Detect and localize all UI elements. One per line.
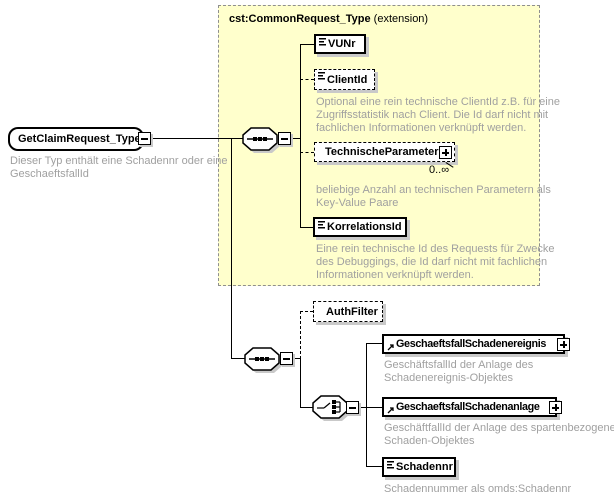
connector-line <box>152 138 243 139</box>
annotation-text: Schadennummer als omds:Schadennr <box>384 483 571 496</box>
collapse-button[interactable] <box>346 401 359 414</box>
element-lines-icon <box>318 72 325 80</box>
element-label: GeschaeftsfallSchadenanlage <box>396 401 540 413</box>
expand-button[interactable] <box>549 401 562 414</box>
element-vunr[interactable]: VUNr <box>314 34 366 54</box>
annotation-line: Informationen verknüpft werden. <box>316 269 474 281</box>
element-technischeparameter[interactable]: TechnischeParameter <box>314 142 455 162</box>
element-korrelationsid[interactable]: KorrelationsId <box>313 217 407 237</box>
element-label: GeschaeftsfallSchadenereignis <box>396 338 547 350</box>
element-lines-icon <box>387 461 394 469</box>
annotation-line: Zugriffsstatistik nach Client. Die Id da… <box>316 109 549 121</box>
connector-line-optional <box>300 79 314 80</box>
connector-line <box>366 343 383 344</box>
element-clientid[interactable]: ClientId <box>314 69 375 90</box>
element-label: TechnischeParameter <box>325 146 439 158</box>
connector-line <box>231 138 232 359</box>
connector-line <box>293 358 301 359</box>
connector-line <box>300 407 313 408</box>
connector-line <box>366 407 383 408</box>
element-label: ClientId <box>327 73 368 86</box>
connector-line-optional <box>300 311 313 312</box>
annotation-text: Optional eine rein technische ClientId z… <box>316 96 560 135</box>
element-authfilter[interactable]: AuthFilter <box>313 301 383 322</box>
annotation-line: Key-Value Paare <box>316 197 399 209</box>
choice-compositor-icon[interactable] <box>312 395 352 423</box>
element-getclaimrequest-type[interactable]: GetClaimRequest_Type <box>8 127 144 151</box>
element-label: Schadennr <box>396 461 453 473</box>
connector-line <box>300 227 313 228</box>
collapse-button[interactable] <box>280 352 293 365</box>
connector-line <box>366 466 383 467</box>
annotation-line: Optional eine rein technische ClientId z… <box>316 96 560 108</box>
annotation-text: Dieser Typ enthält eine Schadennr oder e… <box>10 155 228 181</box>
element-geschaeftsfallschadenanlage[interactable]: GeschaeftsfallSchadenanlage <box>382 397 562 417</box>
annotation-line: Dieser Typ enthält eine Schadennr oder e… <box>10 155 228 167</box>
annotation-line: des Debuggings, die Id darf nicht mit fa… <box>316 256 548 268</box>
element-label: AuthFilter <box>326 305 378 318</box>
element-schadennr[interactable]: Schadennr <box>382 457 456 477</box>
extension-suffix: (extension) <box>373 13 429 25</box>
sequence-compositor-icon[interactable] <box>244 347 284 375</box>
connector-line-optional <box>300 311 301 359</box>
expand-button[interactable] <box>439 146 452 159</box>
element-label: KorrelationsId <box>327 221 402 233</box>
connector-line <box>300 358 301 408</box>
connector-line <box>366 343 367 467</box>
element-geschaeftsfallschadenereignis[interactable]: GeschaeftsfallSchadenereignis <box>382 334 570 354</box>
occurrence-label: 0..∞ <box>429 164 450 176</box>
annotation-text: Eine rein technische Id des Requests für… <box>316 243 554 282</box>
expand-button[interactable] <box>557 338 570 351</box>
annotation-line: Eine rein technische Id des Requests für… <box>316 243 555 255</box>
element-label: VUNr <box>328 38 356 50</box>
connector-line-optional <box>300 152 314 153</box>
element-lines-icon <box>319 38 326 46</box>
annotation-line: Schaden-Objektes <box>384 435 475 447</box>
annotation-line: Schadenereignis-Objektes <box>384 372 514 384</box>
annotation-line: Schadennummer als omds:Schadennr <box>384 483 572 495</box>
extension-type-name: cst:CommonRequest_Type <box>229 13 371 25</box>
connector-line <box>300 44 301 227</box>
extension-title: cst:CommonRequest_Type (extension) <box>229 13 428 25</box>
annotation-text: beliebige Anzahl an technischen Paramete… <box>316 184 551 210</box>
annotation-line: fachlichen Informationen verknüpft werde… <box>316 122 527 134</box>
element-ref-arrow-icon <box>387 344 394 351</box>
annotation-line: GeschaeftsfallId <box>10 168 89 180</box>
annotation-line: GeschäftsfallId der Anlage des <box>384 359 534 371</box>
element-lines-icon <box>318 221 325 229</box>
annotation-text: GeschäftsfallId der Anlage des Schadener… <box>384 359 533 385</box>
annotation-line: GeschäftfallId der Anlage des spartenbez… <box>384 422 614 434</box>
annotation-line: beliebige Anzahl an technischen Paramete… <box>316 184 551 196</box>
sequence-compositor-icon[interactable] <box>242 127 282 155</box>
annotation-text: GeschäftfallId der Anlage des spartenbez… <box>384 422 614 448</box>
connector-line <box>359 407 367 408</box>
element-ref-arrow-icon <box>387 407 394 414</box>
connector-line <box>300 44 314 45</box>
connector-line <box>231 358 245 359</box>
collapse-button[interactable] <box>138 132 151 145</box>
element-label: GetClaimRequest_Type <box>18 133 141 145</box>
connector-line <box>291 138 301 139</box>
collapse-button[interactable] <box>278 132 291 145</box>
